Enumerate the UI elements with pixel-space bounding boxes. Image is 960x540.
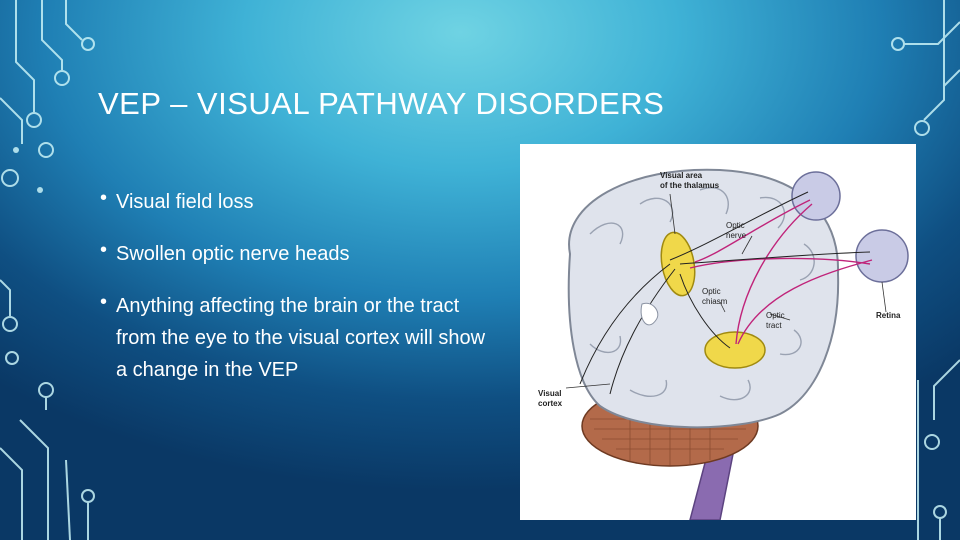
- label-cortex-line1: Visual: [538, 389, 561, 398]
- label-tract-line2: tract: [766, 321, 782, 330]
- bullet-item: • Swollen optic nerve heads: [100, 238, 500, 270]
- bullet-text: Swollen optic nerve heads: [116, 243, 350, 265]
- label-retina: Retina: [876, 311, 901, 320]
- visual-cortex-shape: [704, 331, 766, 369]
- label-optic-nerve-line2: nerve: [726, 231, 747, 240]
- bullet-item: • Visual field loss: [100, 186, 500, 218]
- eye-lower-shape: [855, 229, 909, 283]
- bullet-text: Anything affecting the brain or the trac…: [116, 295, 486, 381]
- bullet-dot: •: [100, 187, 108, 209]
- thalamus-shape: [660, 231, 696, 297]
- bullet-dot: •: [100, 239, 108, 261]
- visual-pathway-illustration: Visual area of the thalamus Optic nerve …: [520, 144, 916, 520]
- label-optic-nerve-line1: Optic: [726, 221, 745, 230]
- label-cortex-line2: cortex: [538, 399, 563, 408]
- bullet-text: Visual field loss: [116, 191, 254, 213]
- eye-upper-shape: [791, 171, 841, 221]
- bullet-item: • Anything affecting the brain or the tr…: [100, 290, 500, 386]
- label-chiasm-line1: Optic: [702, 287, 721, 296]
- brain-section-shape: [567, 168, 840, 429]
- slide-title: VEP – VISUAL PATHWAY DISORDERS: [98, 86, 665, 121]
- bullet-dot: •: [100, 291, 108, 313]
- label-tract-line1: Optic: [766, 311, 785, 320]
- label-chiasm-line2: chiasm: [702, 297, 728, 306]
- brain-diagram: Visual area of the thalamus Optic nerve …: [538, 168, 909, 520]
- bullet-list: • Visual field loss • Swollen optic nerv…: [100, 186, 500, 406]
- label-thalamus-line2: of the thalamus: [660, 181, 720, 190]
- label-thalamus-line1: Visual area: [660, 171, 703, 180]
